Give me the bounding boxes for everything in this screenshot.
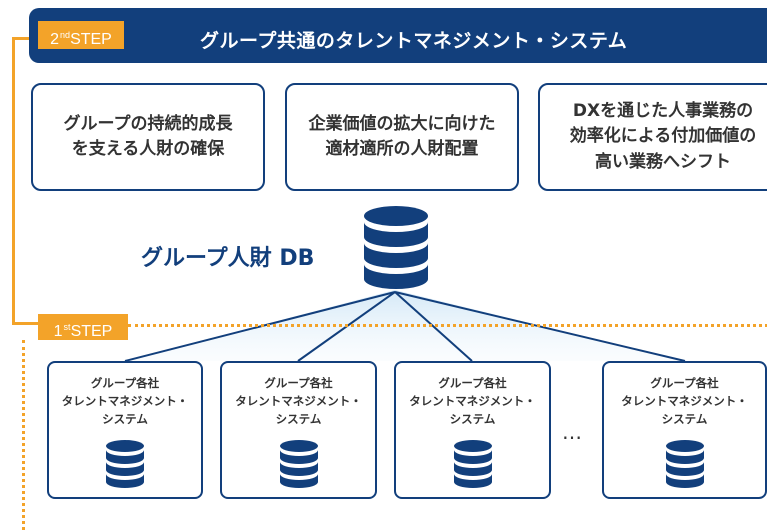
company-system-box: グループ各社 タレントマネジメント・ システム bbox=[47, 361, 203, 499]
step-connector-vertical bbox=[12, 37, 15, 325]
company-text-line: グループ各社 bbox=[90, 376, 160, 390]
goal-text-line: DXを通じた人事業務の bbox=[572, 100, 754, 121]
database-icon bbox=[279, 440, 318, 489]
goal-box-talent-retention: グループの持続的成長 を支える人財の確保 bbox=[31, 83, 265, 191]
goal-box-dx-efficiency: DXを通じた人事業務の 効率化による付加価値の 高い業務へシフト bbox=[538, 83, 767, 191]
company-text-line: グループ各社 bbox=[650, 376, 719, 390]
goal-text-line: 高い業務へシフト bbox=[595, 151, 731, 172]
step1-badge: 1stSTEP bbox=[38, 314, 128, 340]
database-icon bbox=[106, 440, 144, 489]
company-text-line: タレントマネジメント・ bbox=[235, 393, 362, 408]
company-system-box: グループ各社 タレントマネジメント・ システム bbox=[394, 361, 551, 499]
database-icon bbox=[453, 440, 492, 489]
more-companies-ellipsis: … bbox=[562, 420, 584, 444]
company-text-line: タレントマネジメント・ bbox=[409, 393, 536, 408]
goal-text-line: 適材適所の人財配置 bbox=[325, 139, 479, 159]
goal-text-line: を支える人財の確保 bbox=[71, 139, 225, 159]
company-text-line: タレントマネジメント・ bbox=[621, 393, 748, 408]
goal-text-line: 企業価値の拡大に向けた bbox=[308, 113, 496, 134]
step-connector-bottom bbox=[12, 322, 38, 325]
company-text-line: システム bbox=[102, 411, 148, 426]
company-text-line: システム bbox=[661, 411, 708, 426]
company-text-line: グループ各社 bbox=[438, 376, 507, 390]
company-text-line: システム bbox=[449, 411, 496, 426]
step2-badge: 2ndSTEP bbox=[38, 21, 124, 49]
company-text-line: システム bbox=[275, 411, 322, 426]
goal-text-line: 効率化による付加価値の bbox=[569, 126, 757, 147]
goal-box-talent-placement: 企業価値の拡大に向けた 適材適所の人財配置 bbox=[285, 83, 519, 191]
step1-dotted-border-top bbox=[128, 324, 767, 327]
step1-dotted-border-left bbox=[22, 340, 25, 530]
system-banner bbox=[29, 8, 767, 63]
central-db-label: グループ人財 DB bbox=[141, 246, 315, 271]
goal-text-line: グループの持続的成長 bbox=[63, 113, 233, 134]
company-system-box: グループ各社 タレントマネジメント・ システム bbox=[602, 361, 767, 499]
central-database-icon bbox=[364, 206, 428, 289]
company-system-box: グループ各社 タレントマネジメント・ システム bbox=[220, 361, 377, 499]
company-text-line: タレントマネジメント・ bbox=[61, 393, 189, 408]
step-connector-top bbox=[12, 37, 38, 40]
database-icon bbox=[665, 440, 704, 489]
company-text-line: グループ各社 bbox=[264, 376, 333, 390]
banner-title: グループ共通のタレントマネジメント・システム bbox=[200, 30, 628, 52]
